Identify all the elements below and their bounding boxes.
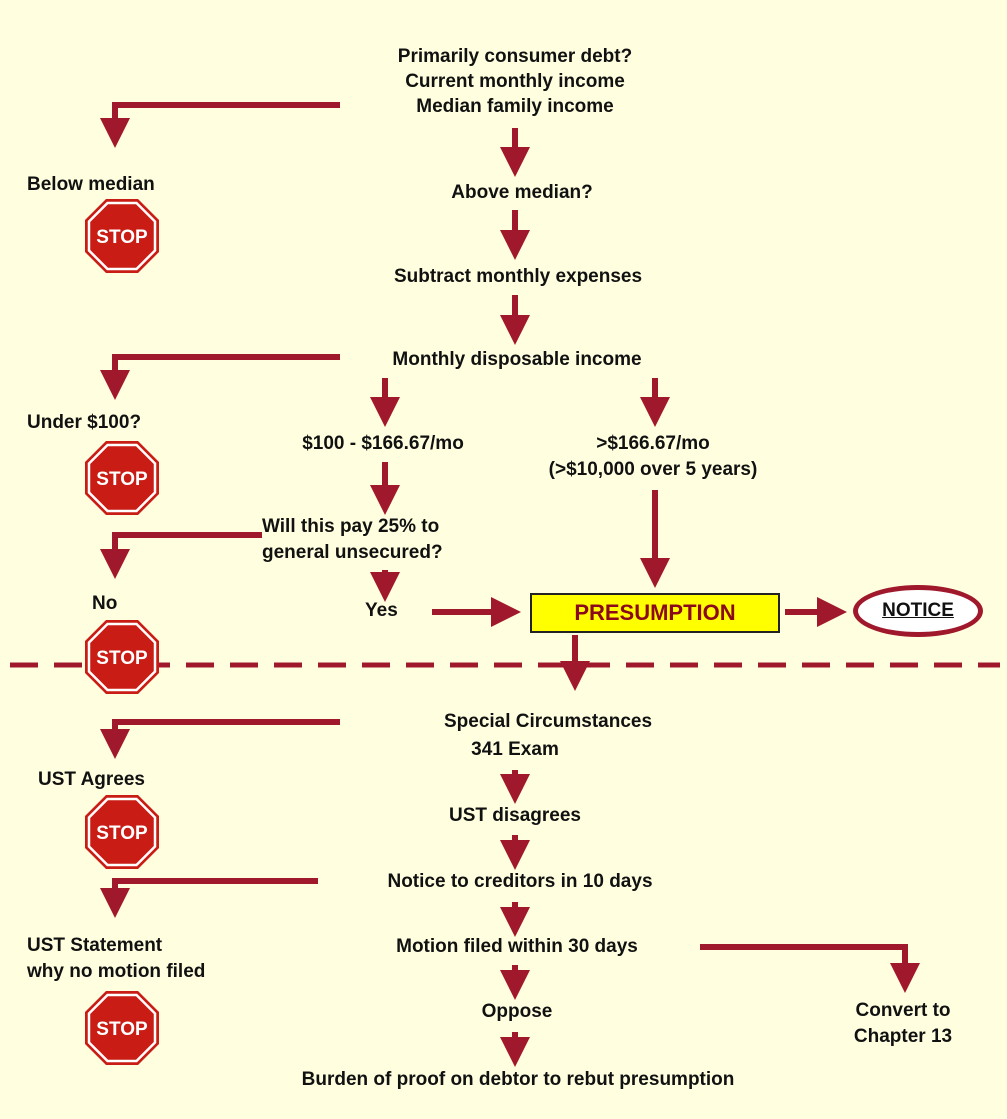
stop-sign-icon: STOP — [82, 617, 162, 697]
why-no-motion-label: why no motion filed — [27, 961, 206, 982]
svg-text:STOP: STOP — [96, 1019, 148, 1040]
question-consumer-debt: Primarily consumer debt? — [397, 46, 633, 67]
svg-text:STOP: STOP — [96, 823, 148, 844]
oppose-label: Oppose — [481, 1001, 553, 1022]
arrow-to-under-100 — [100, 354, 340, 400]
svg-text:STOP: STOP — [96, 227, 148, 248]
arrow-to-ust-agrees — [100, 719, 340, 759]
burden-of-proof-label: Burden of proof on debtor to rebut presu… — [301, 1069, 735, 1090]
special-circumstances-label: Special Circumstances — [443, 711, 653, 732]
stop-sign-icon: STOP — [82, 792, 162, 872]
stop-sign-icon: STOP — [82, 196, 162, 276]
no-label: No — [92, 593, 118, 614]
ust-disagrees-label: UST disagrees — [449, 805, 581, 826]
arrow-to-below-median — [100, 102, 340, 148]
median-family-income: Median family income — [416, 96, 614, 117]
ust-agrees-label: UST Agrees — [38, 769, 145, 790]
svg-text:STOP: STOP — [96, 648, 148, 669]
chapter-13-label: Chapter 13 — [853, 1026, 953, 1047]
yes-label: Yes — [365, 600, 398, 621]
arrow-to-no — [100, 532, 262, 579]
convert-to-label: Convert to — [855, 1000, 951, 1021]
svg-text:STOP: STOP — [96, 469, 148, 490]
stop-sign-icon: STOP — [82, 988, 162, 1068]
range-label: $100 - $166.67/mo — [302, 433, 464, 454]
current-monthly-income: Current monthly income — [405, 71, 625, 92]
over-five-years-label: (>$10,000 over 5 years) — [548, 459, 758, 480]
exam-label: 341 Exam — [471, 739, 559, 760]
above-median-label: Above median? — [451, 182, 593, 203]
notice-creditors-label: Notice to creditors in 10 days — [387, 871, 653, 892]
below-median-label: Below median — [27, 174, 155, 195]
pay-question-line1: Will this pay 25% to — [262, 516, 440, 537]
arrow-to-convert — [700, 944, 920, 993]
notice-oval: NOTICE — [853, 585, 983, 637]
disposable-income-label: Monthly disposable income — [392, 349, 642, 370]
motion-filed-label: Motion filed within 30 days — [396, 936, 638, 957]
over-threshold-label: >$166.67/mo — [596, 433, 710, 454]
arrow-to-ust-statement — [100, 878, 318, 918]
under-100-label: Under $100? — [27, 412, 142, 433]
pay-question-line2: general unsecured? — [262, 542, 443, 563]
stop-sign-icon: STOP — [82, 438, 162, 518]
subtract-expenses-label: Subtract monthly expenses — [393, 266, 643, 287]
ust-statement-label: UST Statement — [27, 935, 163, 956]
presumption-box: PRESUMPTION — [530, 593, 780, 633]
